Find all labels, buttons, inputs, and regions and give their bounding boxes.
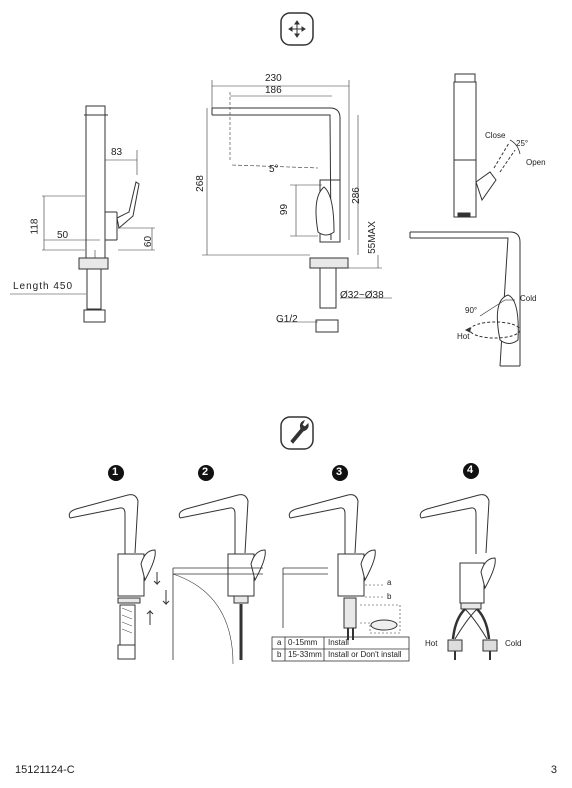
label-cold-step4: Cold [505,639,522,648]
dim-60: 60 [143,235,155,248]
label-hot-top: Hot [457,332,470,341]
step-4-badge [463,463,479,479]
step-2-drawing [162,494,266,665]
side-view-drawing [10,105,155,323]
handle-top-view-drawing [409,231,521,367]
wrench-icon [280,416,314,450]
dim-thread: G1/2 [276,314,298,325]
step-2-badge [198,465,214,481]
handle-rotation-drawing [453,73,521,218]
step-2-number: 2 [202,466,209,478]
dim-5deg: 5° [269,164,279,175]
front-view-drawing [202,80,392,333]
dim-186: 186 [265,85,282,96]
label-cold-top: Cold [520,294,537,303]
dim-230: 230 [265,73,282,84]
label-hot-step4: Hot [425,639,438,648]
dim-286: 286 [350,187,362,204]
dim-268: 268 [194,175,206,192]
dim-83: 83 [111,147,123,158]
spacer-table [271,636,410,662]
dim-99: 99 [279,203,291,216]
dimensions-icon [280,12,314,46]
step-4-drawing [419,494,498,660]
dim-diameter: Ø32~Ø38 [340,290,384,301]
dim-55max: 55MAX [366,221,378,254]
step-1-badge [108,465,124,481]
table-row-a-range: 0-15mm [288,638,318,647]
table-row-a-action: Install [328,638,349,647]
document-code: 15121124-C [15,764,75,776]
label-b: b [387,592,392,601]
step-1-drawing [68,494,161,660]
label-90deg: 90° [465,306,478,315]
table-row-a-key: a [277,638,282,647]
dim-50: 50 [57,230,69,241]
label-25deg: 25° [516,139,529,148]
label-open: Open [526,158,546,167]
label-close: Close [485,131,506,140]
step-1-number: 1 [112,466,119,478]
label-a: a [387,578,392,587]
step-3-drawing [282,494,401,640]
page-number: 3 [550,764,557,776]
step-3-badge [332,465,348,481]
step-4-number: 4 [467,464,474,476]
table-row-b-key: b [277,650,282,659]
table-row-b-range: 15-33mm [288,650,322,659]
dim-118: 118 [29,218,41,235]
table-row-b-action: Install or Don't install [328,650,402,659]
step-3-number: 3 [336,466,343,478]
dim-length: Length 450 [13,281,74,292]
